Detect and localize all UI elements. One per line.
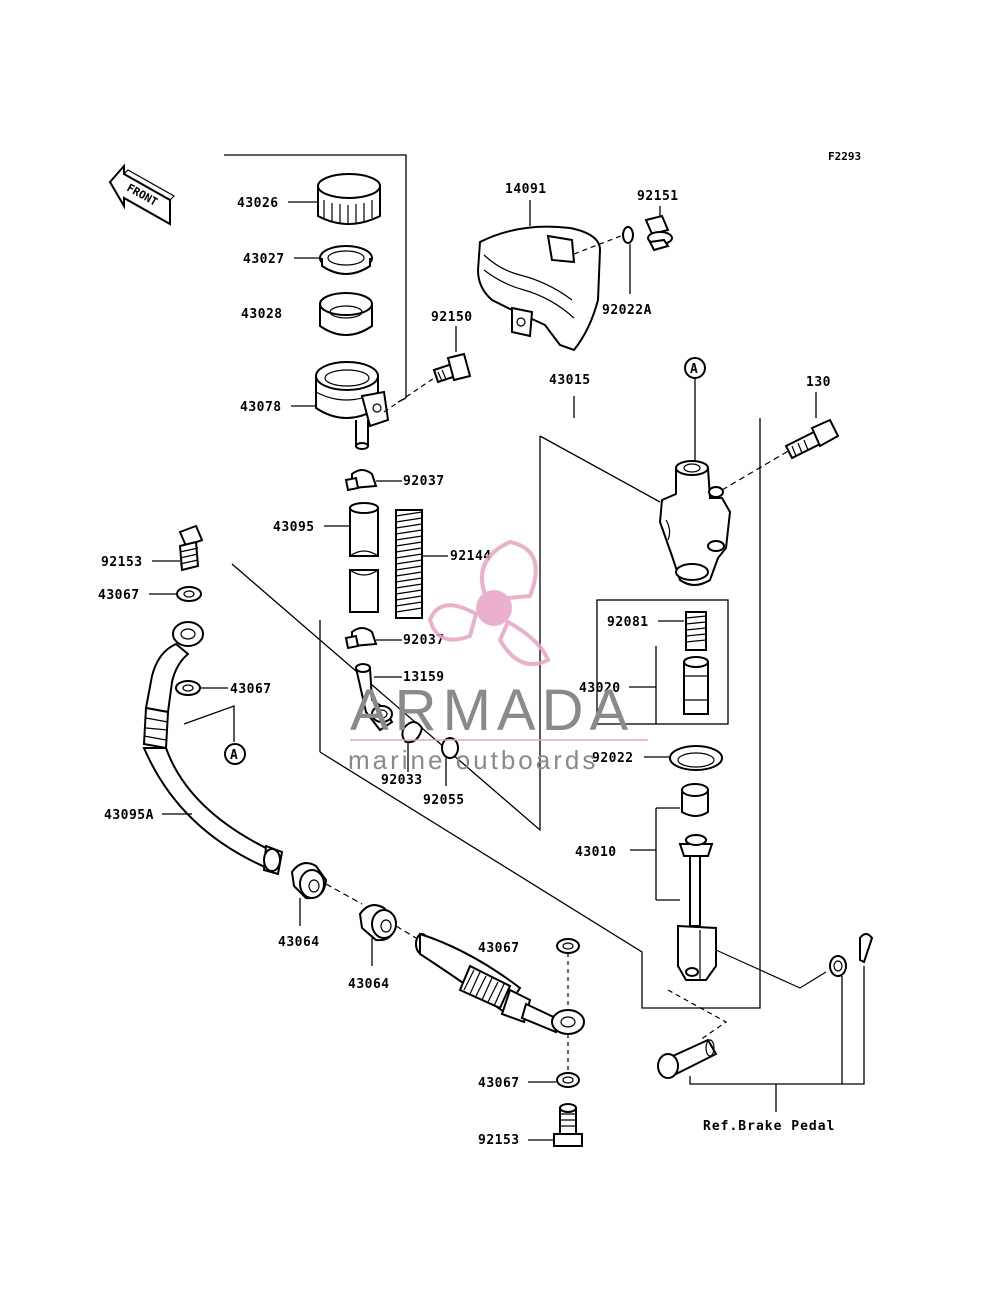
washer-43067-lower-top (556, 938, 580, 954)
part-label: 92081 (607, 615, 649, 630)
ref-brake-pedal: Ref.Brake Pedal (703, 1119, 835, 1134)
circlip-92022 (669, 745, 723, 771)
lower-hose (415, 932, 585, 1035)
washer-92022A (622, 226, 634, 244)
oring-92055 (441, 737, 459, 759)
part-label: 92144 (450, 549, 492, 564)
part-label: 92153 (101, 555, 143, 570)
part-label: 92033 (381, 773, 423, 788)
part-label: 92055 (423, 793, 465, 808)
spring-92144 (395, 509, 423, 619)
master-cylinder-body (658, 460, 732, 586)
grommet-43064-second (358, 904, 398, 942)
fitting-13159 (354, 663, 394, 732)
grommet-43064-first (290, 862, 328, 900)
clevis-pin (657, 1038, 718, 1079)
part-label: 43064 (278, 935, 320, 950)
washer-43067-lower-bottom (556, 1072, 580, 1088)
part-label: 92022 (592, 751, 634, 766)
reservoir-frame (224, 154, 407, 398)
part-label: 43095 (273, 520, 315, 535)
part-label: 13159 (403, 670, 445, 685)
part-label: 43095A (104, 808, 154, 823)
part-label: 43028 (241, 307, 283, 322)
diaphragm (319, 292, 373, 336)
part-label: 43064 (348, 977, 390, 992)
diagram-code: F2293 (828, 150, 861, 163)
part-label: 92037 (403, 474, 445, 489)
part-label: 92037 (403, 633, 445, 648)
part-label: 43067 (98, 588, 140, 603)
reservoir-tank (315, 361, 390, 450)
part-label: 92153 (478, 1133, 520, 1148)
bolt-92151 (644, 214, 673, 252)
push-rod-43010 (677, 783, 717, 981)
front-arrow-icon: FRONT (108, 163, 175, 226)
diaphragm-plate (319, 245, 373, 275)
ref-a-top: A (684, 357, 706, 379)
part-label: 43078 (240, 400, 282, 415)
part-label: 92150 (431, 310, 473, 325)
part-label: 92022A (602, 303, 652, 318)
brake-cover (476, 225, 602, 352)
part-label: 43027 (243, 252, 285, 267)
svg-text:A: A (230, 748, 238, 763)
banjo-bolt-bottom (553, 1103, 583, 1147)
part-label: 14091 (505, 182, 547, 197)
svg-text:A: A (690, 362, 698, 377)
part-label: 43067 (478, 941, 520, 956)
clamp-92037-top (344, 469, 378, 492)
piston-43020 (683, 656, 709, 715)
bolt-130 (784, 418, 840, 460)
watermark-tagline: marine outboards (348, 745, 598, 775)
washer-43067-second (175, 680, 201, 696)
part-label: 43067 (230, 682, 272, 697)
clamp-92037-bottom (344, 627, 378, 650)
part-label: 43015 (549, 373, 591, 388)
washer-43067-top (176, 586, 202, 602)
reservoir-cap (317, 173, 381, 225)
part-label: 43020 (579, 681, 621, 696)
ref-a-bottom: A (224, 743, 246, 765)
banjo-bolt-top (178, 524, 204, 572)
armada-logo-icon (427, 539, 551, 666)
part-label: 43010 (575, 845, 617, 860)
cylinder-frame-right (319, 418, 761, 1009)
watermark-brand: ARMADA (350, 678, 634, 743)
reservoir-hose (349, 502, 379, 613)
part-label: 92151 (637, 189, 679, 204)
part-label: 130 (806, 375, 831, 390)
piston-group-box (596, 599, 729, 725)
bolt-92150 (432, 352, 472, 384)
cylinder-frame-left (231, 436, 541, 832)
part-label: 43067 (478, 1076, 520, 1091)
cotter-pin (859, 933, 874, 964)
washer-pin (829, 955, 847, 977)
spring-92081 (685, 611, 707, 651)
part-label: 43026 (237, 196, 279, 211)
brake-hose-43095A (142, 621, 284, 876)
